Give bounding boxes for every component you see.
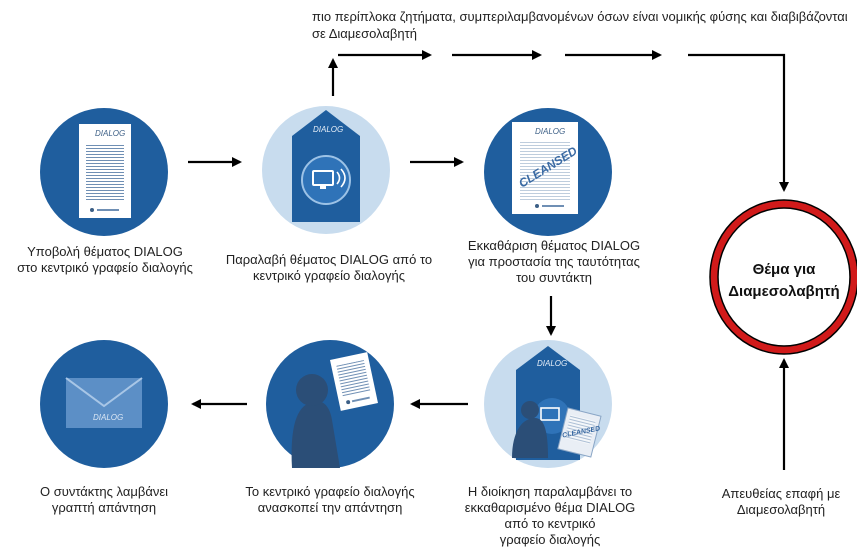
cleansed-document-icon: DIALOG CLEANSED [512, 122, 580, 214]
caption-cleanse-line2: για προστασία της ταυτότητας [468, 254, 640, 269]
caption-receive: Παραλαβή θέματος DIALOG από το κεντρικό … [216, 252, 442, 284]
arrows [188, 50, 789, 470]
caption-management-line4: γραφείο διαλογής [499, 532, 601, 547]
mediator-node: Θέμα για Διαμεσολαβητή [709, 199, 857, 355]
caption-submit-line1: Υποβολή θέματος DIALOG [27, 244, 183, 259]
caption-submit-line2: στο κεντρικό γραφείο διαλογής [17, 260, 193, 275]
caption-direct-contact-line1: Απευθείας επαφή με [721, 486, 841, 501]
caption-submit: Υποβολή θέματος DIALOG στο κεντρικό γραφ… [2, 244, 208, 276]
caption-management: Η διοίκηση παραλαμβάνει το εκκαθαρισμένο… [452, 484, 648, 548]
receive-circle: DIALOG [262, 106, 390, 234]
submit-circle: DIALOG [40, 108, 168, 236]
house-person-document-icon: DIALOG CLEANSED [512, 346, 602, 460]
caption-reply-line2: γραπτή απάντηση [51, 500, 157, 515]
caption-management-line3: από το κεντρικό [504, 516, 596, 531]
review-circle [266, 340, 394, 468]
doc-label-submit: DIALOG [95, 129, 125, 138]
document-icon: DIALOG [79, 124, 131, 218]
cleanse-circle: DIALOG CLEANSED [484, 108, 612, 236]
caption-management-line2: εκκαθαρισμένο θέμα DIALOG [464, 500, 636, 515]
caption-receive-line1: Παραλαβή θέματος DIALOG από το [225, 252, 433, 267]
reply-circle: DIALOG [40, 340, 168, 468]
caption-reply: Ο συντάκτης λαμβάνει γραπτή απάντηση [14, 484, 194, 516]
house-label-management: DIALOG [537, 359, 567, 368]
management-circle: DIALOG CLEANSED [484, 340, 612, 468]
caption-review-line2: ανασκοπεί την απάντηση [257, 500, 403, 515]
caption-cleanse-line3: του συντάκτη [516, 270, 592, 285]
caption-direct-contact: Απευθείας επαφή με Διαμεσολαβητή [708, 486, 854, 518]
caption-cleanse-line1: Εκκαθάριση θέματος DIALOG [467, 238, 641, 253]
mediator-title-line1: Θέμα για [753, 261, 817, 278]
caption-reply-line1: Ο συντάκτης λαμβάνει [39, 484, 169, 499]
caption-cleanse: Εκκαθάριση θέματος DIALOG για προστασία … [456, 238, 652, 286]
caption-review-line1: Το κεντρικό γραφείο διαλογής [245, 484, 415, 499]
caption-management-line1: Η διοίκηση παραλαμβάνει το [467, 484, 633, 499]
arrow-top-segment-to-mediator [688, 53, 789, 192]
house-computer-icon: DIALOG [292, 110, 360, 222]
escalation-note: πιο περίπλοκα ζητήματα, συμπεριλαμβανομέ… [312, 9, 848, 41]
caption-receive-line2: κεντρικό γραφείο διαλογής [253, 268, 405, 283]
doc-label-cleanse: DIALOG [535, 127, 565, 136]
mediator-title-line2: Διαμεσολαβητή [728, 283, 839, 300]
caption-direct-contact-line2: Διαμεσολαβητή [736, 502, 826, 517]
house-label-receive: DIALOG [313, 125, 343, 134]
person-document-icon [291, 352, 378, 468]
envelope-label: DIALOG [93, 413, 123, 422]
envelope-icon: DIALOG [65, 377, 143, 428]
caption-review: Το κεντρικό γραφείο διαλογής ανασκοπεί τ… [232, 484, 428, 516]
